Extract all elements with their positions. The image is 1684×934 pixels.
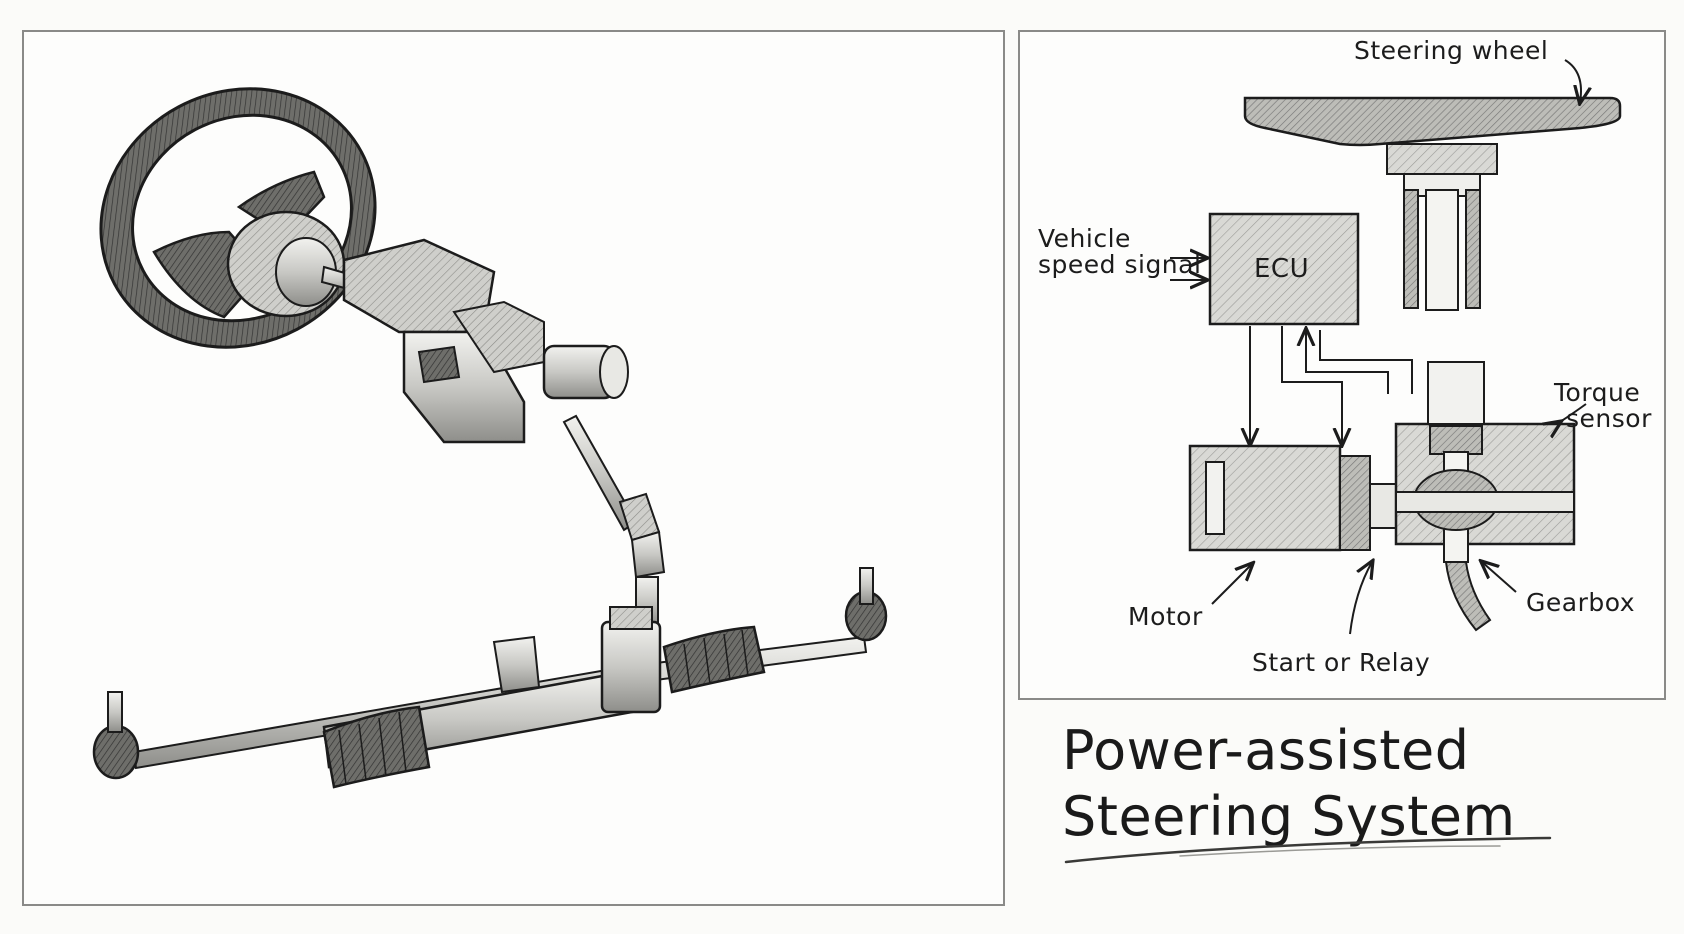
label-speed-signal: speed signal (1038, 250, 1202, 279)
steering-column (320, 238, 629, 444)
label-ecu: ECU (1254, 254, 1310, 284)
steering-assembly-illustration (92, 87, 888, 789)
rack-boot-left (322, 705, 431, 789)
illustration-panel (22, 30, 1005, 906)
label-start-relay: Start or Relay (1252, 648, 1431, 677)
intermediate-shaft (562, 414, 666, 626)
tie-rod-end-left (92, 691, 140, 780)
steering-wheel (99, 87, 377, 349)
schematic-drawing (1170, 59, 1622, 635)
tie-rod-end-right (844, 567, 888, 642)
label-steering-wheel: Steering wheel (1354, 36, 1549, 65)
label-vehicle: Vehicle (1038, 224, 1131, 253)
page-title: Power-assisted Steering System (1062, 719, 1516, 848)
ecu-box (1208, 212, 1360, 326)
label-torque: Torque (1554, 378, 1641, 407)
schematic-steering-wheel (1243, 96, 1622, 311)
torque-sensor-gearbox (1394, 361, 1576, 632)
motor (1188, 444, 1397, 552)
rack-boot-right (662, 625, 766, 694)
label-motor: Motor (1128, 602, 1203, 631)
label-sensor: sensor (1566, 404, 1652, 433)
schematic-panel: Steering wheel Vehicle speed signal ECU … (1018, 30, 1666, 700)
label-gearbox: Gearbox (1526, 588, 1636, 617)
